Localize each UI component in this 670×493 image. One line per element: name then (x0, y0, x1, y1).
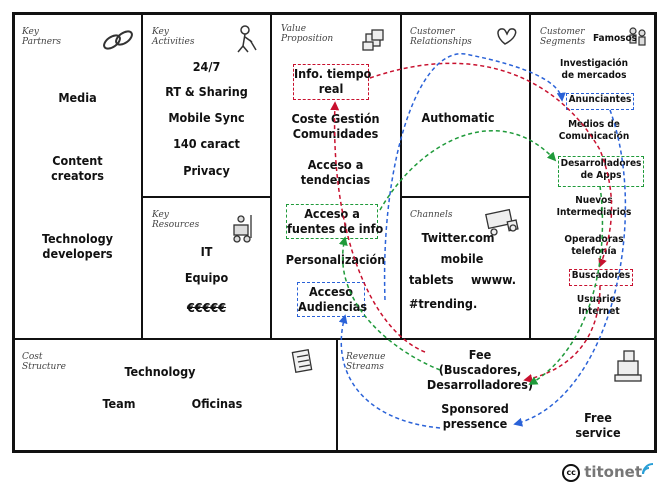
red-arrow-to-fee (525, 286, 600, 380)
blue-arrow-to-anunciantes (385, 54, 562, 300)
red-arrow-to-info (335, 103, 425, 352)
brand-name: titonet (584, 463, 642, 481)
blue-arrow-to-audiencias (341, 316, 440, 428)
blue-arrow-to-sponsored (515, 110, 625, 424)
green-arrow-to-fee (530, 186, 602, 384)
rss-icon (642, 463, 656, 475)
creative-commons-icon: cc (562, 464, 580, 482)
green-arrow-to-desarrolladores (380, 131, 555, 210)
red-arrow-to-buscadores (370, 63, 612, 266)
green-arrow-to-fuentes (343, 238, 440, 370)
